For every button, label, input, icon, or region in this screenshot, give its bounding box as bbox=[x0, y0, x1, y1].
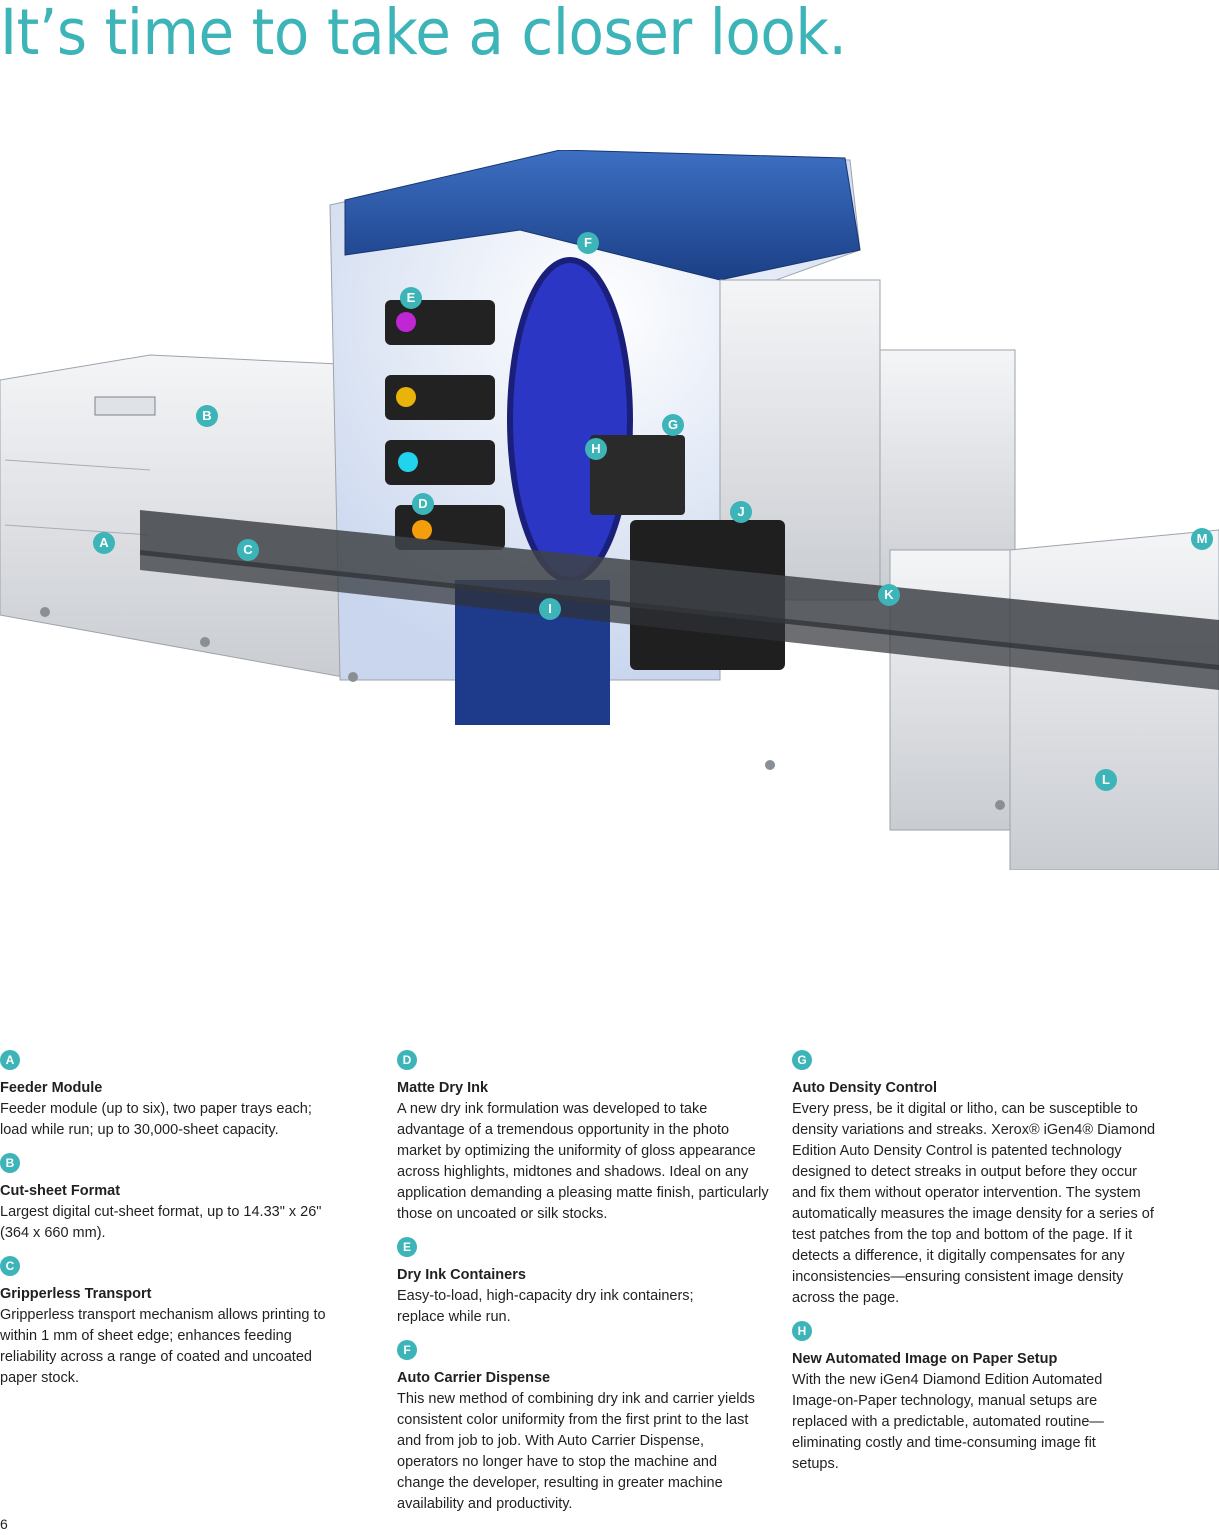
feature-title: New Automated Image on Paper Setup bbox=[792, 1351, 1058, 1367]
feature-badge: G bbox=[792, 1050, 812, 1070]
feature-title: Gripperless Transport bbox=[0, 1286, 152, 1302]
feature-body: Gripperless transport mechanism allows p… bbox=[0, 1307, 326, 1386]
feature-title: Auto Density Control bbox=[792, 1080, 937, 1096]
page-title: It’s time to take a closer look. bbox=[0, 0, 847, 69]
feature-title: Dry Ink Containers bbox=[397, 1267, 526, 1283]
feature-item-e: E Dry Ink Containers Easy-to-load, high-… bbox=[397, 1237, 769, 1328]
callout-marker-i: I bbox=[539, 598, 561, 620]
feature-item-d: D Matte Dry Ink A new dry ink formulatio… bbox=[397, 1050, 769, 1225]
transport-path-drawing bbox=[140, 510, 1219, 690]
callout-marker-c: C bbox=[237, 539, 259, 561]
feature-item-c: C Gripperless Transport Gripperless tran… bbox=[0, 1256, 372, 1389]
page-number: 6 bbox=[0, 1516, 8, 1532]
callout-marker-m: M bbox=[1191, 528, 1213, 550]
press-illustration bbox=[0, 150, 1219, 870]
feature-body: With the new iGen4 Diamond Edition Autom… bbox=[792, 1372, 1104, 1472]
feature-body: Feeder module (up to six), two paper tra… bbox=[0, 1101, 312, 1138]
feature-title: Matte Dry Ink bbox=[397, 1080, 489, 1096]
feature-body: Every press, be it digital or litho, can… bbox=[792, 1101, 1156, 1306]
feature-item-b: B Cut-sheet Format Largest digital cut-s… bbox=[0, 1153, 372, 1244]
feature-column-2: D Matte Dry Ink A new dry ink formulatio… bbox=[397, 1050, 769, 1527]
feature-badge: B bbox=[0, 1153, 20, 1173]
feature-body: This new method of combining dry ink and… bbox=[397, 1391, 755, 1512]
feature-badge: H bbox=[792, 1321, 812, 1341]
feature-title: Auto Carrier Dispense bbox=[397, 1370, 551, 1386]
feature-item-g: G Auto Density Control Every press, be i… bbox=[792, 1050, 1164, 1309]
feature-body: Largest digital cut-sheet format, up to … bbox=[0, 1204, 322, 1241]
feature-column-3: G Auto Density Control Every press, be i… bbox=[792, 1050, 1164, 1487]
callout-marker-h: H bbox=[585, 438, 607, 460]
feature-title: Cut-sheet Format bbox=[0, 1183, 121, 1199]
callout-marker-a: A bbox=[93, 532, 115, 554]
feature-body: A new dry ink formulation was developed … bbox=[397, 1101, 769, 1222]
feature-badge: C bbox=[0, 1256, 20, 1276]
finisher-module-drawing bbox=[889, 529, 1219, 870]
callout-marker-k: K bbox=[878, 584, 900, 606]
feature-item-h: H New Automated Image on Paper Setup Wit… bbox=[792, 1321, 1164, 1475]
feature-badge: D bbox=[397, 1050, 417, 1070]
feature-badge: A bbox=[0, 1050, 20, 1070]
feature-body: Easy-to-load, high-capacity dry ink cont… bbox=[397, 1288, 694, 1325]
feature-badge: F bbox=[397, 1340, 417, 1360]
feature-badge: E bbox=[397, 1237, 417, 1257]
callout-marker-f: F bbox=[577, 232, 599, 254]
callout-marker-d: D bbox=[412, 493, 434, 515]
callout-marker-b: B bbox=[196, 405, 218, 427]
callout-marker-g: G bbox=[662, 414, 684, 436]
callout-marker-e: E bbox=[400, 287, 422, 309]
feature-title: Feeder Module bbox=[0, 1080, 103, 1096]
feature-item-a: A Feeder Module Feeder module (up to six… bbox=[0, 1050, 372, 1141]
callout-marker-j: J bbox=[730, 501, 752, 523]
callout-marker-l: L bbox=[1095, 769, 1117, 791]
feature-column-1: A Feeder Module Feeder module (up to six… bbox=[0, 1050, 372, 1401]
feature-item-f: F Auto Carrier Dispense This new method … bbox=[397, 1340, 769, 1515]
